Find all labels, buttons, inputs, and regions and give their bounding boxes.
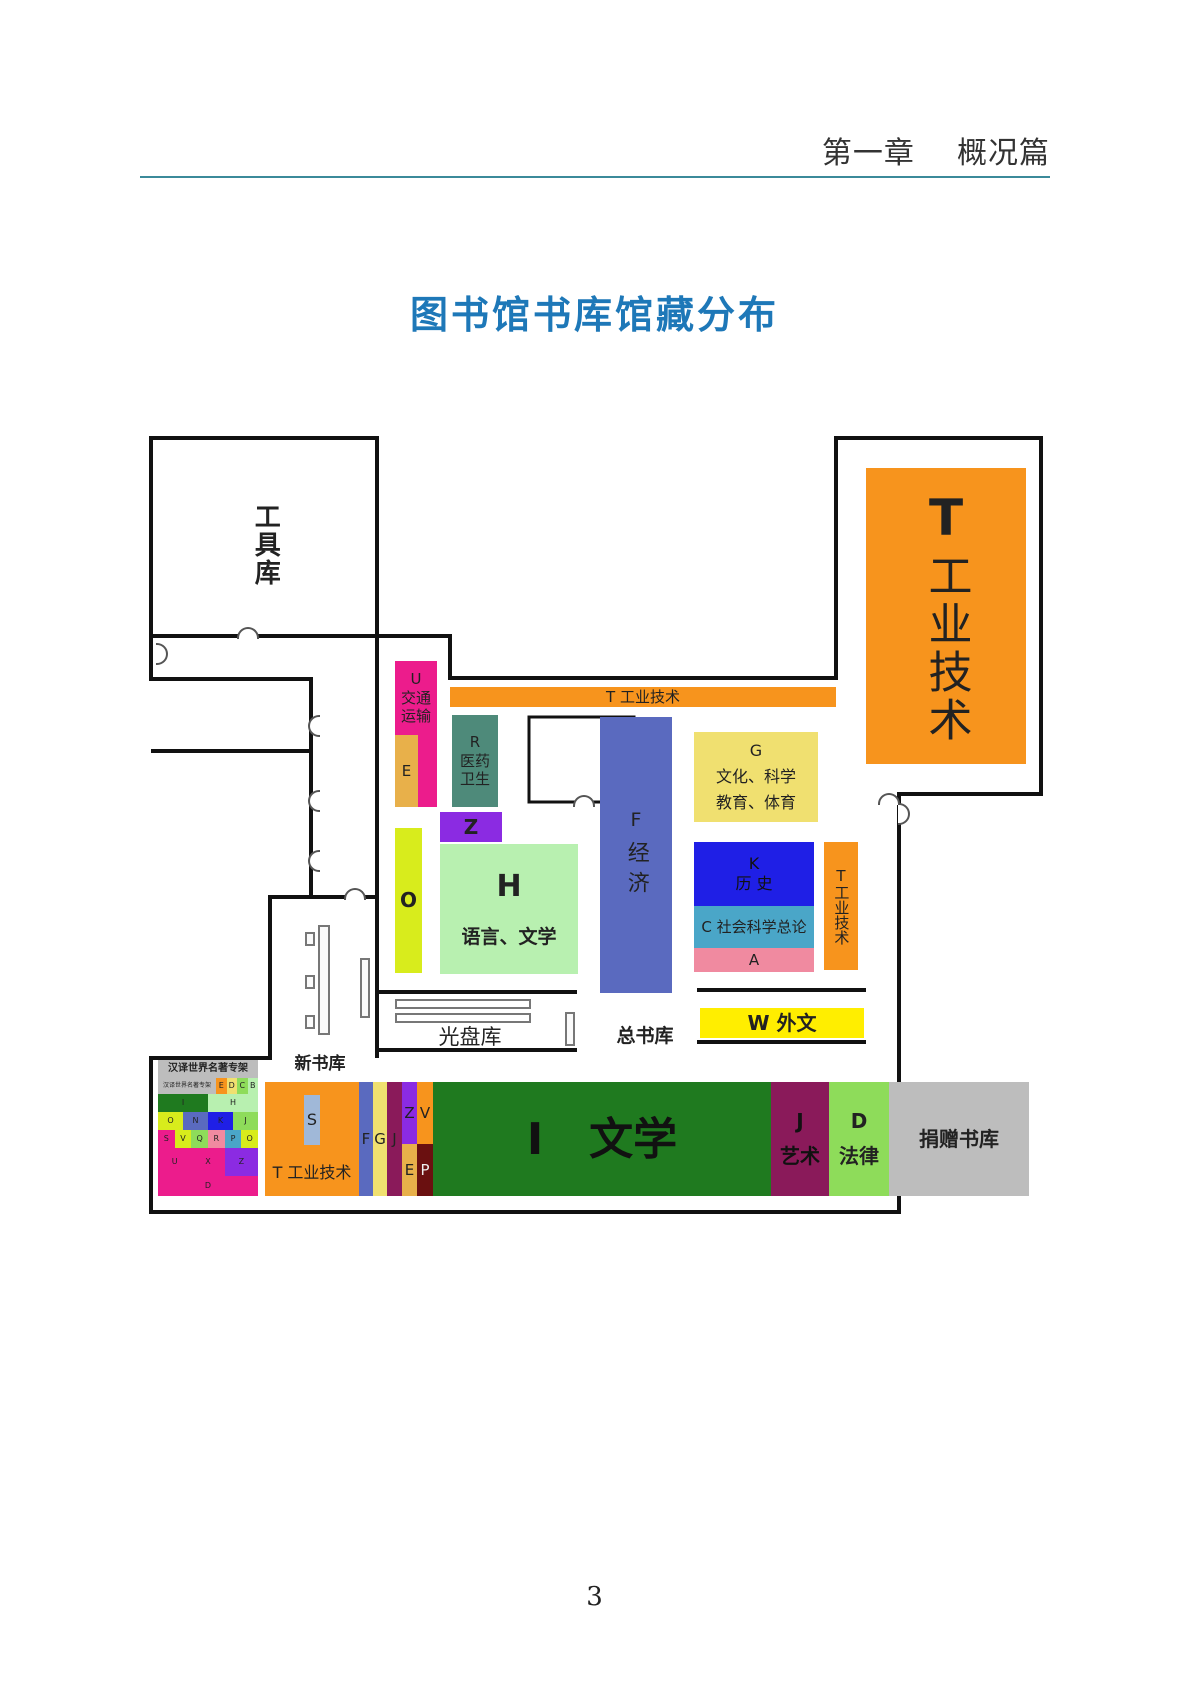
section-a: A bbox=[694, 948, 814, 972]
section-g-letter: G bbox=[749, 741, 763, 760]
section-h-letter: H bbox=[496, 869, 522, 905]
section-u-strip bbox=[418, 735, 437, 807]
section-s-letter: S bbox=[304, 1095, 320, 1145]
section-v-bottom: V bbox=[417, 1082, 433, 1144]
section-g-line1: 文化、科学 bbox=[715, 767, 796, 786]
shelf-cell: Q bbox=[191, 1130, 208, 1148]
door-icon bbox=[237, 627, 259, 639]
shelf-cell: V bbox=[174, 1130, 192, 1148]
section-f-name: 经济 bbox=[623, 840, 649, 901]
section-t-bottom-name: T 工业技术 bbox=[272, 1163, 352, 1182]
shelf-cell: K bbox=[208, 1112, 233, 1130]
section-d: D 法律 bbox=[829, 1082, 889, 1196]
section-r-name: 医药卫生 bbox=[459, 751, 490, 789]
desk-icon bbox=[305, 1015, 315, 1029]
shelf-cell: S bbox=[158, 1130, 175, 1148]
shelf-cell: N bbox=[183, 1112, 208, 1130]
section-donation: 捐赠书库 bbox=[889, 1082, 1029, 1196]
section-t-right: T 工业技术 bbox=[824, 842, 858, 970]
section-f-letter: F bbox=[630, 809, 642, 832]
shelf-cell: D bbox=[226, 1078, 237, 1094]
shelf-cell: I bbox=[158, 1094, 208, 1112]
shelf-cell: X bbox=[191, 1148, 225, 1176]
cd-room-label: 光盘库 bbox=[438, 1024, 502, 1049]
section-t-large-letter: T bbox=[928, 488, 964, 547]
section-z-small: Z bbox=[440, 812, 502, 842]
section-t-large-name: 工业技术 bbox=[920, 553, 972, 746]
section-t-strip: T 工业技术 bbox=[450, 687, 836, 707]
section-h: H 语言、文学 bbox=[440, 844, 578, 974]
section-j: J 艺术 bbox=[771, 1082, 829, 1196]
section-f-bottom: F bbox=[359, 1082, 373, 1196]
section-f: F 经济 bbox=[600, 717, 672, 993]
section-g: G 文化、科学 教育、体育 bbox=[694, 732, 818, 822]
section-k-name: 历 史 bbox=[735, 874, 773, 893]
desk-icon bbox=[565, 1012, 575, 1046]
section-u-name: 交通运输 bbox=[400, 688, 431, 726]
shelf-cell: O bbox=[158, 1112, 183, 1130]
section-e-small: E bbox=[395, 735, 418, 807]
section-i: I 文学 bbox=[433, 1082, 771, 1196]
shelf-cell: O bbox=[241, 1130, 258, 1148]
desk-icon bbox=[318, 925, 330, 1035]
section-g-bottom: G bbox=[373, 1082, 387, 1196]
desk-icon bbox=[305, 932, 315, 946]
section-d-name: 法律 bbox=[839, 1144, 879, 1168]
section-d-letter: D bbox=[850, 1109, 868, 1133]
section-t-bottom: S T 工业技术 bbox=[265, 1082, 359, 1196]
section-t-right-letter: T bbox=[836, 866, 846, 885]
tool-room-label: 工具库 bbox=[250, 503, 281, 587]
page-title: 图书馆书库馆藏分布 bbox=[409, 293, 779, 337]
section-t-right-name: 工业技术 bbox=[832, 885, 851, 946]
section-z-bottom: Z bbox=[402, 1082, 417, 1144]
section-w: W 外文 bbox=[700, 1008, 864, 1038]
desk-icon bbox=[305, 975, 315, 989]
door-icon bbox=[878, 793, 900, 805]
chapter-heading: 第一章 概况篇 bbox=[821, 136, 1050, 171]
section-k: K 历 史 bbox=[694, 842, 814, 906]
section-j-bottom: J bbox=[387, 1082, 402, 1196]
door-icon bbox=[344, 888, 366, 900]
section-c: C 社会科学总论 bbox=[694, 906, 814, 948]
section-p-bottom: P bbox=[417, 1144, 433, 1196]
shelf-cell: U bbox=[158, 1148, 192, 1176]
shelf-cell: H bbox=[208, 1094, 258, 1112]
main-stack-label: 总书库 bbox=[616, 1025, 674, 1048]
shelf-cell: J bbox=[233, 1112, 258, 1130]
door-icon bbox=[573, 795, 595, 807]
header-rule bbox=[140, 176, 1050, 178]
shelf-cell: C bbox=[237, 1078, 248, 1094]
page-number: 3 bbox=[586, 1582, 603, 1612]
section-r-letter: R bbox=[469, 732, 481, 751]
section-h-name: 语言、文学 bbox=[461, 925, 557, 948]
new-stack-label: 新书库 bbox=[294, 1054, 346, 1075]
section-u-letter: U bbox=[410, 669, 422, 688]
desk-icon bbox=[360, 958, 370, 1018]
section-r: R 医药卫生 bbox=[452, 715, 498, 807]
section-j-letter: J bbox=[796, 1109, 804, 1133]
section-e-bottom: E bbox=[402, 1144, 417, 1196]
shelf-cell: D bbox=[158, 1176, 258, 1196]
shelf-cell: E bbox=[216, 1078, 227, 1094]
shelf-cell: Z bbox=[224, 1148, 258, 1176]
section-k-letter: K bbox=[748, 854, 760, 873]
section-j-name: 艺术 bbox=[780, 1144, 820, 1168]
section-t-large: T 工业技术 bbox=[866, 468, 1026, 764]
shelf-subtitle: 汉译世界名著专架 bbox=[158, 1078, 216, 1094]
shelf-title: 汉译世界名著专架 bbox=[158, 1060, 258, 1078]
shelf-cell: B bbox=[247, 1078, 258, 1094]
section-o: O bbox=[395, 828, 422, 973]
section-u: U 交通运输 bbox=[395, 661, 437, 735]
shelf-cell: R bbox=[208, 1130, 225, 1148]
section-g-line2: 教育、体育 bbox=[715, 793, 796, 812]
shelf-cell: P bbox=[224, 1130, 242, 1148]
